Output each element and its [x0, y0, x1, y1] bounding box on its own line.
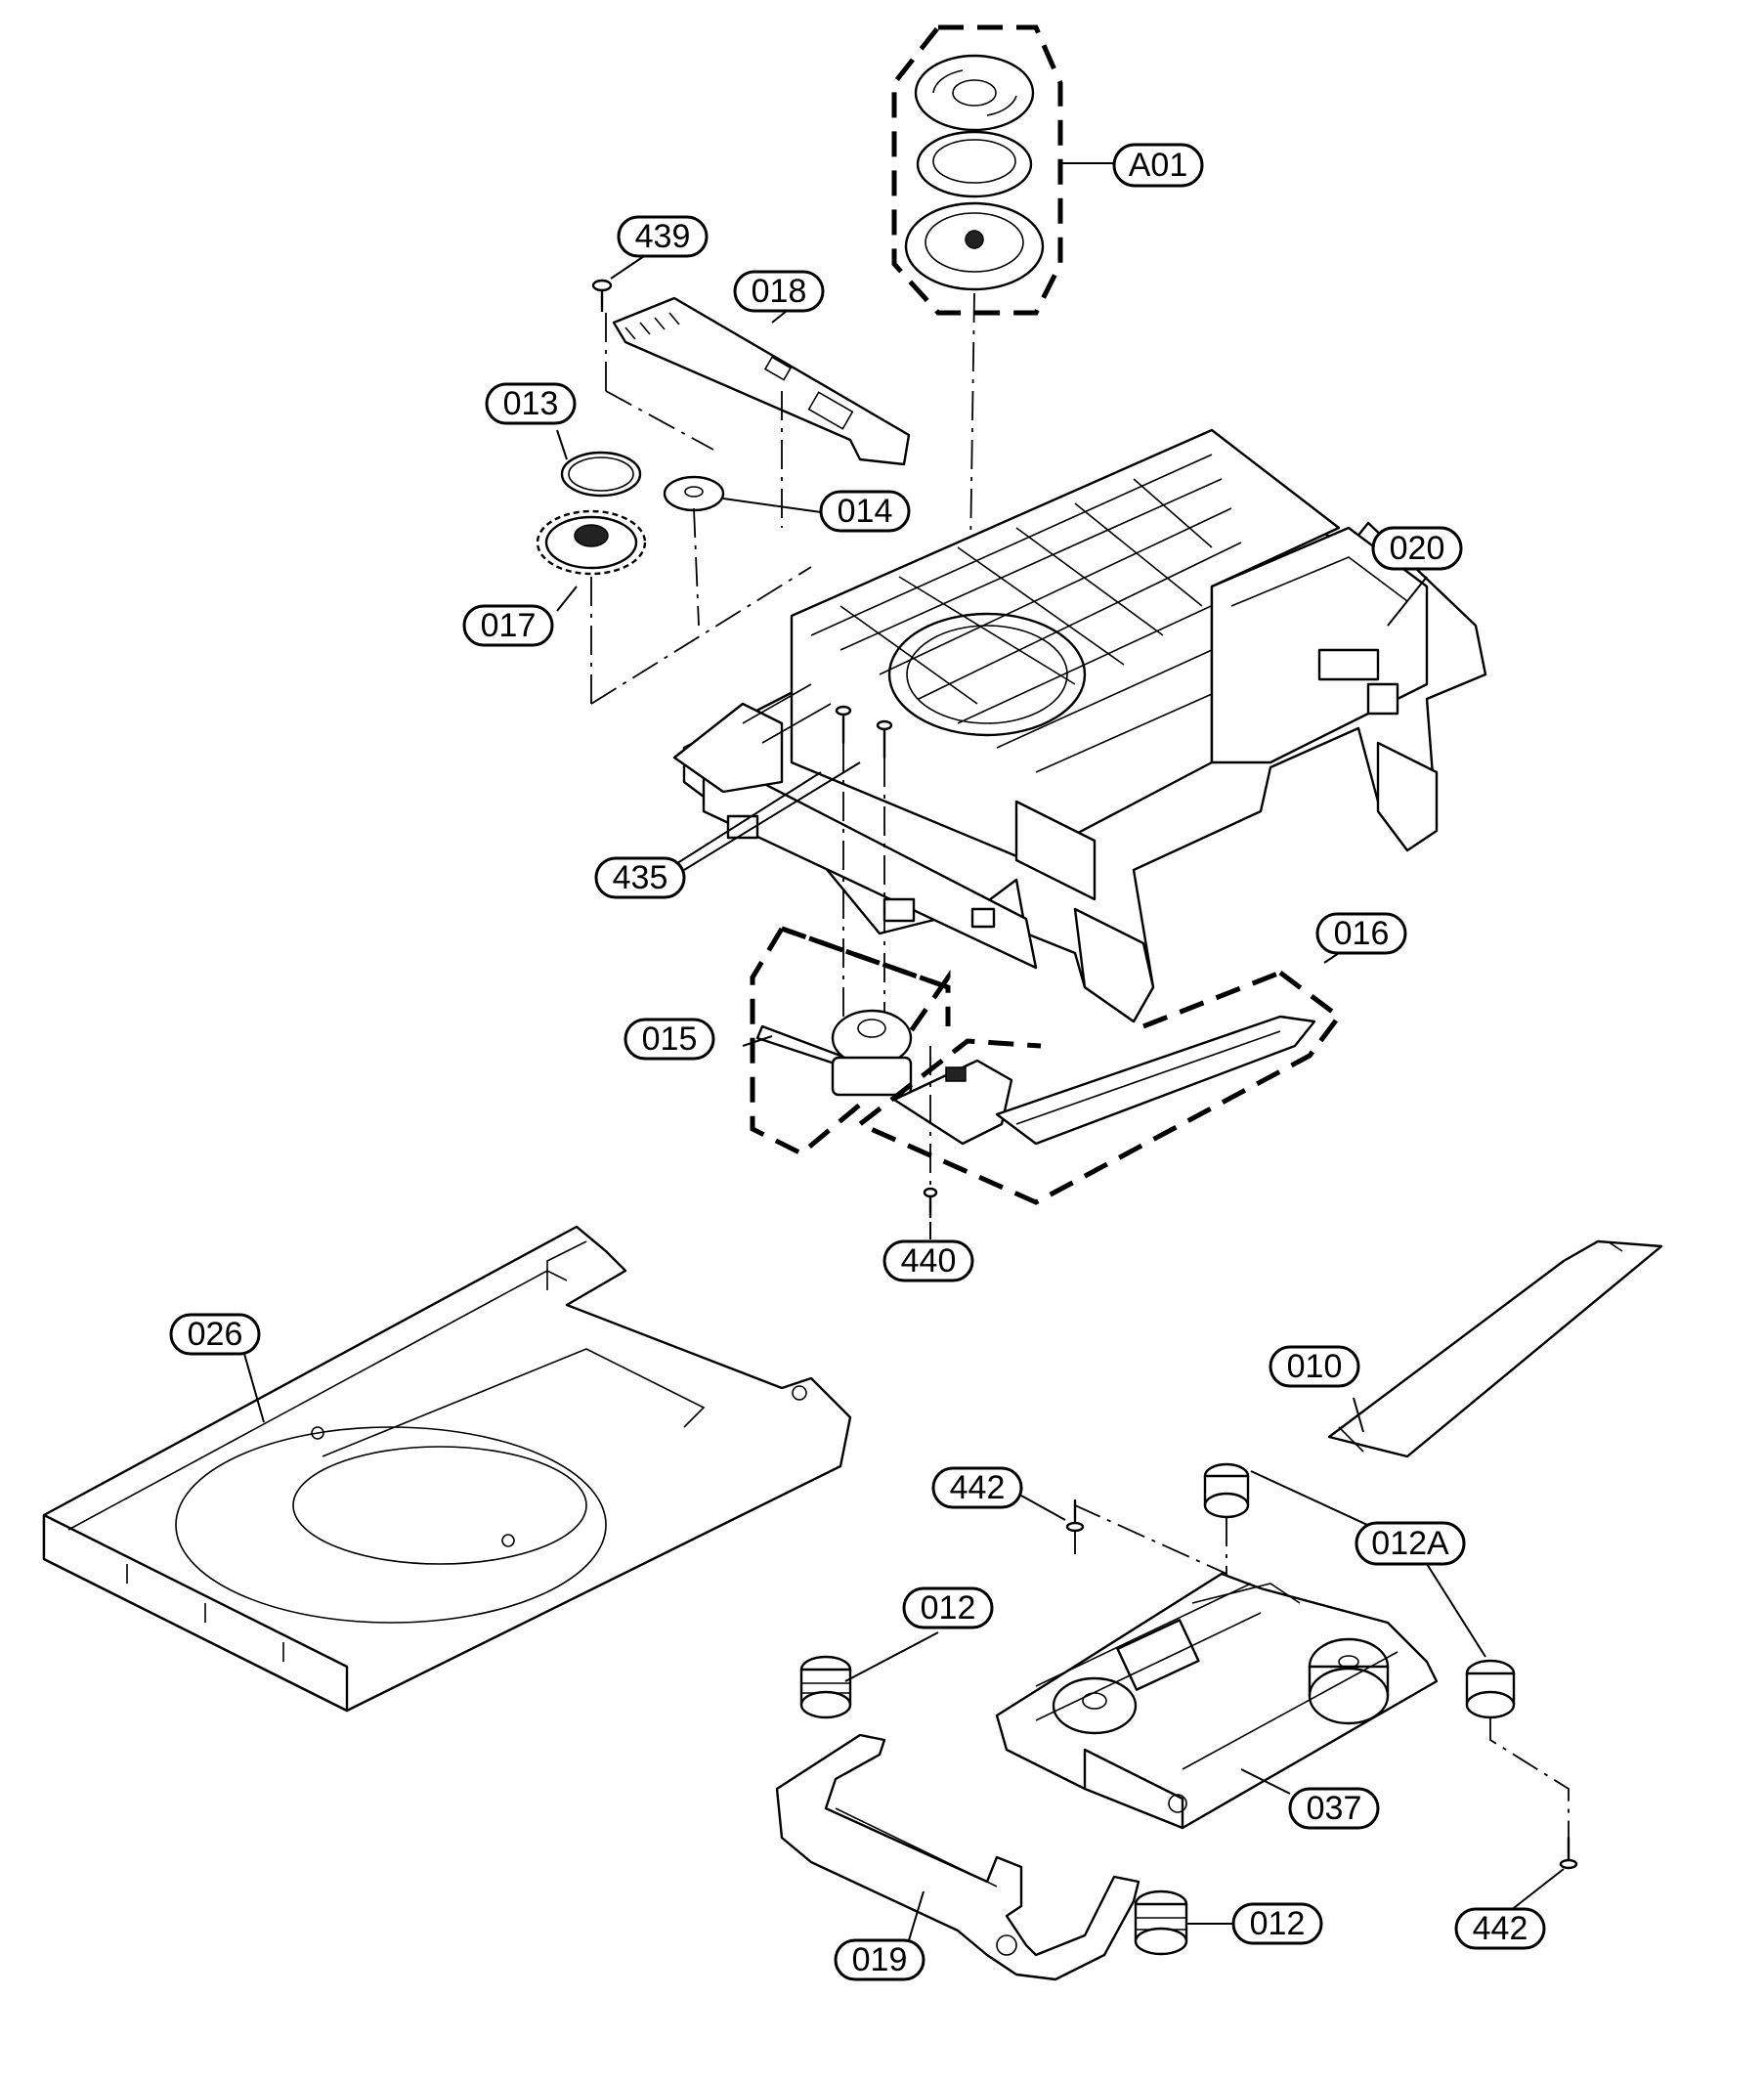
- svg-text:013: 013: [503, 385, 559, 422]
- flex-board-016: [855, 970, 1343, 1205]
- callout-440: 440: [882, 1239, 974, 1282]
- callout-a01: A01: [1112, 143, 1204, 188]
- screw-440: [923, 1046, 938, 1219]
- traverse-mechanism-037: [995, 1572, 1439, 1830]
- callout-435: 435: [594, 856, 686, 899]
- damper-012a-right: [1465, 1659, 1570, 1847]
- washer-014: [663, 475, 725, 627]
- svg-text:012: 012: [1250, 1905, 1306, 1942]
- callout-020: 020: [1371, 526, 1463, 571]
- gear-017: [536, 509, 812, 705]
- callout-014: 014: [819, 490, 911, 533]
- screws-435: [835, 705, 893, 1056]
- svg-text:017: 017: [481, 607, 537, 644]
- motor-assembly-015: [750, 926, 951, 1156]
- bracket-019: [775, 1733, 1140, 1981]
- callout-015: 015: [624, 1018, 715, 1061]
- callout-442-bottom: 442: [1454, 1907, 1546, 1950]
- slider-lever-018: [605, 296, 911, 528]
- svg-text:020: 020: [1390, 530, 1445, 567]
- svg-text:018: 018: [752, 273, 807, 310]
- callout-439: 439: [617, 215, 709, 258]
- callout-037: 037: [1288, 1787, 1380, 1830]
- callout-442-top: 442: [931, 1466, 1023, 1509]
- callout-017: 017: [462, 604, 554, 647]
- svg-text:010: 010: [1287, 1348, 1343, 1385]
- callout-013: 013: [485, 382, 577, 425]
- callout-018: 018: [733, 270, 825, 313]
- svg-text:012: 012: [921, 1589, 976, 1627]
- flat-cable-010: [1327, 1239, 1663, 1458]
- svg-text:037: 037: [1307, 1790, 1362, 1827]
- svg-text:442: 442: [1473, 1910, 1528, 1947]
- callout-012a: 012A: [1355, 1521, 1466, 1566]
- svg-text:016: 016: [1334, 915, 1390, 952]
- svg-text:442: 442: [950, 1469, 1006, 1506]
- svg-text:019: 019: [852, 1941, 908, 1978]
- callout-010: 010: [1269, 1345, 1360, 1388]
- svg-text:014: 014: [838, 493, 893, 530]
- callout-026: 026: [169, 1313, 261, 1356]
- screw-442-bottom: [1559, 1836, 1578, 1870]
- damper-012-lower: [1134, 1889, 1188, 1956]
- callout-012-lower: 012: [1231, 1902, 1323, 1945]
- svg-text:015: 015: [642, 1020, 698, 1058]
- callout-019: 019: [834, 1938, 925, 1981]
- belt-ring-013: [560, 451, 642, 498]
- screw-442-top: [1065, 1498, 1085, 1533]
- callout-016: 016: [1315, 912, 1407, 955]
- svg-text:439: 439: [635, 218, 691, 255]
- spindle-assembly-a01: [891, 24, 1063, 744]
- svg-text:026: 026: [188, 1316, 243, 1353]
- damper-012-upper: [799, 1655, 852, 1719]
- damper-012a-top: [1074, 1462, 1250, 1576]
- svg-text:435: 435: [613, 859, 668, 896]
- svg-text:A01: A01: [1129, 147, 1188, 184]
- disc-tray-026: [42, 1225, 852, 1713]
- callout-012-upper: 012: [902, 1586, 994, 1629]
- screw-439: [591, 279, 613, 313]
- svg-text:440: 440: [901, 1242, 957, 1280]
- svg-text:012A: 012A: [1371, 1525, 1449, 1562]
